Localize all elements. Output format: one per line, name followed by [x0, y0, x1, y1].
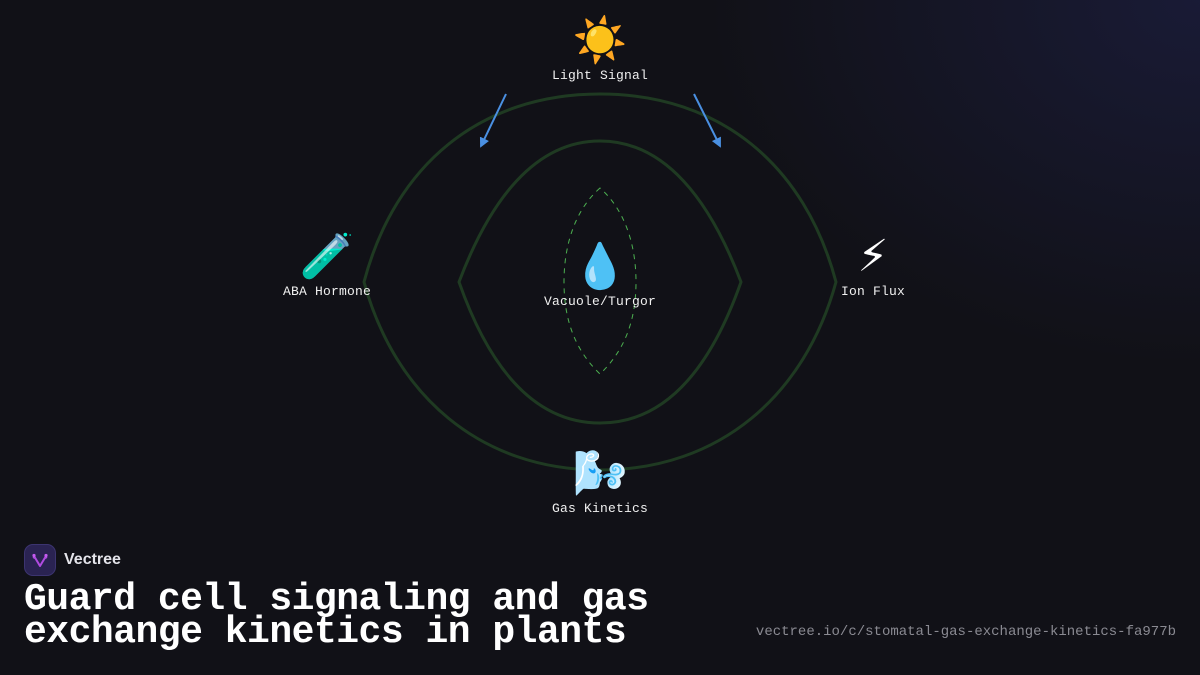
node-label: Vacuole/Turgor: [543, 294, 657, 309]
stomatal-pore-outline: [563, 187, 637, 375]
source-url: vectree.io/c/stomatal-gas-exchange-kinet…: [755, 624, 1176, 640]
brand: Vectree: [24, 544, 121, 576]
light-arrow-left: [479, 93, 507, 148]
sun-icon: ☀️: [572, 15, 628, 66]
vectree-logo-icon: [24, 544, 56, 576]
node-gas-kinetics: 🌬️ Gas Kinetics: [551, 448, 649, 517]
node-vacuole-turgor: 💧 Vacuole/Turgor: [543, 241, 657, 310]
node-ion-flux: ⚡ Ion Flux: [840, 231, 906, 300]
node-light-signal: ☀️ Light Signal: [551, 15, 649, 84]
light-arrow-right: [693, 93, 721, 148]
page-title: Guard cell signaling and gas exchange ki…: [24, 578, 649, 654]
droplet-icon: 💧: [572, 241, 628, 292]
node-label: Light Signal: [551, 68, 649, 83]
node-label: Gas Kinetics: [551, 501, 649, 516]
lightning-icon: ⚡: [857, 231, 889, 282]
inner-guard-cell-outline: [457, 139, 743, 425]
test-tube-icon: 🧪: [299, 231, 355, 282]
node-label: ABA Hormone: [282, 284, 372, 299]
wind-face-icon: 🌬️: [572, 448, 628, 499]
outer-guard-cell-outline: [362, 92, 838, 472]
brand-name: Vectree: [64, 551, 121, 568]
node-aba-hormone: 🧪 ABA Hormone: [282, 231, 372, 300]
node-label: Ion Flux: [840, 284, 906, 299]
